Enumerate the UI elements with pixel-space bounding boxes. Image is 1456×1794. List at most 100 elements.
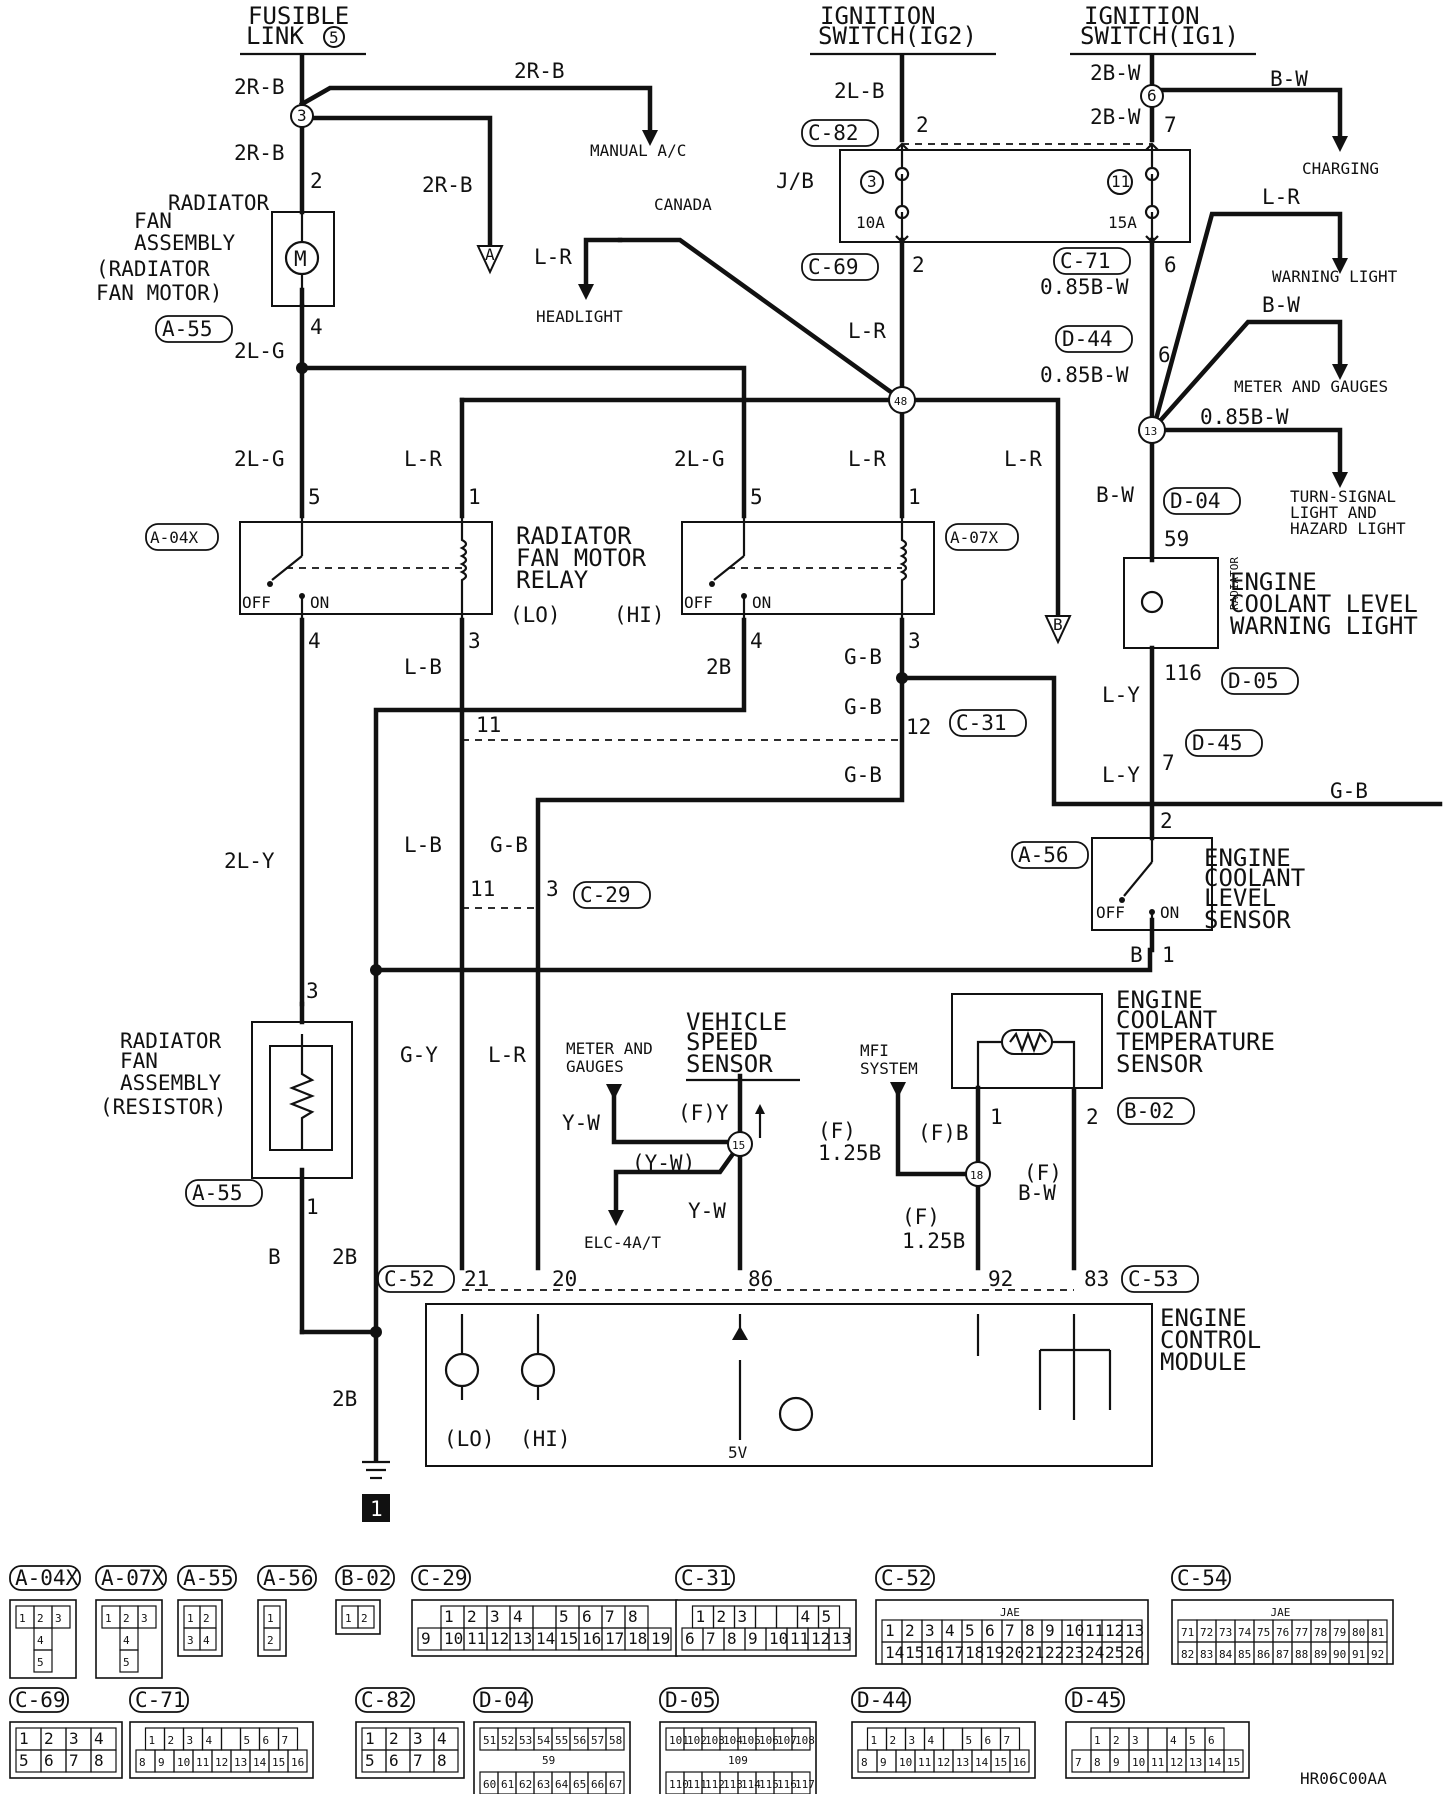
svg-text:5: 5 [965,1621,975,1640]
svg-text:26: 26 [1125,1643,1144,1662]
svg-text:CONTROL: CONTROL [1160,1326,1261,1354]
svg-text:4: 4 [1170,1734,1177,1747]
svg-text:92: 92 [988,1267,1013,1291]
fuse-11-icon [1107,169,1133,195]
svg-text:2: 2 [267,1634,274,1647]
svg-text:6: 6 [1147,86,1157,105]
svg-text:5: 5 [244,1734,251,1747]
svg-text:B-W: B-W [1018,1181,1056,1205]
svg-text:79: 79 [1333,1626,1346,1639]
svg-text:1: 1 [696,1607,706,1626]
svg-text:111: 111 [687,1778,707,1791]
svg-text:A-56: A-56 [1018,843,1069,867]
svg-text:6: 6 [685,1629,695,1648]
svg-text:1.25B: 1.25B [818,1141,881,1165]
svg-text:6: 6 [582,1607,592,1626]
svg-text:RADIATOR: RADIATOR [168,191,270,215]
svg-text:71: 71 [1181,1626,1194,1639]
svg-text:11: 11 [1151,1756,1164,1769]
svg-text:A-55: A-55 [183,1566,234,1590]
svg-text:7: 7 [69,1751,79,1770]
svg-text:FAN MOTOR): FAN MOTOR) [96,281,222,305]
svg-text:91: 91 [1352,1648,1365,1661]
tag-c82: C-82 [801,119,879,147]
svg-text:RADIATOR: RADIATOR [120,1029,222,1053]
svg-text:4: 4 [94,1729,104,1748]
svg-text:9: 9 [421,1629,431,1648]
svg-text:B: B [1130,943,1143,967]
svg-text:MODULE: MODULE [1160,1348,1247,1376]
svg-text:5: 5 [19,1751,29,1770]
svg-text:102: 102 [687,1734,707,1747]
svg-text:15: 15 [559,1629,578,1648]
svg-text:2: 2 [717,1607,727,1626]
wire-labels: 2R-B 2R-B 2R-B 2R-B 2L-B 2B-W 2B-W B-W L… [224,59,1368,1411]
svg-text:A-55: A-55 [192,1181,243,1205]
svg-text:9: 9 [158,1756,165,1769]
tag-b02: B-02 [1117,1097,1195,1125]
svg-text:11: 11 [196,1756,209,1769]
svg-text:3: 3 [187,1634,194,1647]
svg-text:LEVEL: LEVEL [1204,884,1276,912]
svg-text:A-04X: A-04X [15,1566,79,1590]
svg-text:A: A [485,245,495,264]
svg-text:4: 4 [206,1734,213,1747]
bulb-icon [1140,590,1164,614]
svg-text:2: 2 [916,113,929,137]
svg-text:COOLANT LEVEL: COOLANT LEVEL [1230,590,1418,618]
svg-text:25: 25 [1105,1643,1124,1662]
svg-text:63: 63 [537,1778,550,1791]
svg-text:C-69: C-69 [808,255,859,279]
svg-text:7: 7 [1075,1756,1082,1769]
svg-text:1: 1 [19,1612,26,1625]
svg-text:C-31: C-31 [681,1566,732,1590]
svg-text:GAUGES: GAUGES [566,1057,624,1076]
svg-text:ENGINE: ENGINE [1204,844,1291,872]
svg-text:2: 2 [905,1621,915,1640]
svg-text:5: 5 [750,485,763,509]
svg-text:16: 16 [1013,1756,1026,1769]
svg-text:61: 61 [501,1778,514,1791]
svg-text:21: 21 [1025,1643,1044,1662]
svg-text:1: 1 [105,1612,112,1625]
svg-text:109: 109 [728,1754,748,1767]
wires [298,53,1443,1463]
svg-text:3: 3 [738,1607,748,1626]
svg-text:1: 1 [267,1612,274,1625]
svg-text:M: M [294,247,307,271]
svg-text:A-04X: A-04X [150,528,199,547]
svg-text:13: 13 [1144,425,1157,438]
svg-text:L-Y: L-Y [1102,763,1140,787]
svg-text:D-05: D-05 [1228,669,1279,693]
svg-text:B-02: B-02 [1124,1099,1175,1123]
svg-text:115: 115 [759,1778,779,1791]
ground-icon: 1 [362,1460,390,1522]
svg-text:L-B: L-B [404,655,442,679]
svg-text:HAZARD LIGHT: HAZARD LIGHT [1290,519,1406,538]
svg-text:106: 106 [759,1734,779,1747]
svg-text:7: 7 [282,1734,289,1747]
svg-text:(F)B: (F)B [918,1121,969,1145]
svg-text:14: 14 [536,1629,555,1648]
svg-text:2R-B: 2R-B [514,59,565,83]
svg-text:110: 110 [669,1778,689,1791]
svg-text:5: 5 [822,1607,832,1626]
svg-text:B-W: B-W [1262,293,1300,317]
svg-text:56: 56 [573,1734,586,1747]
svg-text:D-45: D-45 [1071,1688,1122,1712]
svg-text:8: 8 [1025,1621,1035,1640]
svg-text:C-29: C-29 [417,1566,468,1590]
svg-text:11: 11 [918,1756,931,1769]
svg-text:92: 92 [1371,1648,1384,1661]
fan-motor-label: RADIATOR FAN ASSEMBLY (RADIATOR FAN MOTO… [96,191,270,305]
tag-c71: C-71 [1053,247,1131,275]
svg-text:12: 12 [490,1629,509,1648]
svg-text:OFF: OFF [242,593,271,612]
svg-text:76: 76 [1276,1626,1289,1639]
svg-text:4: 4 [203,1634,210,1647]
vehicle-speed-sensor: VEHICLE SPEED SENSOR [686,1008,800,1138]
svg-text:OFF: OFF [1096,903,1125,922]
